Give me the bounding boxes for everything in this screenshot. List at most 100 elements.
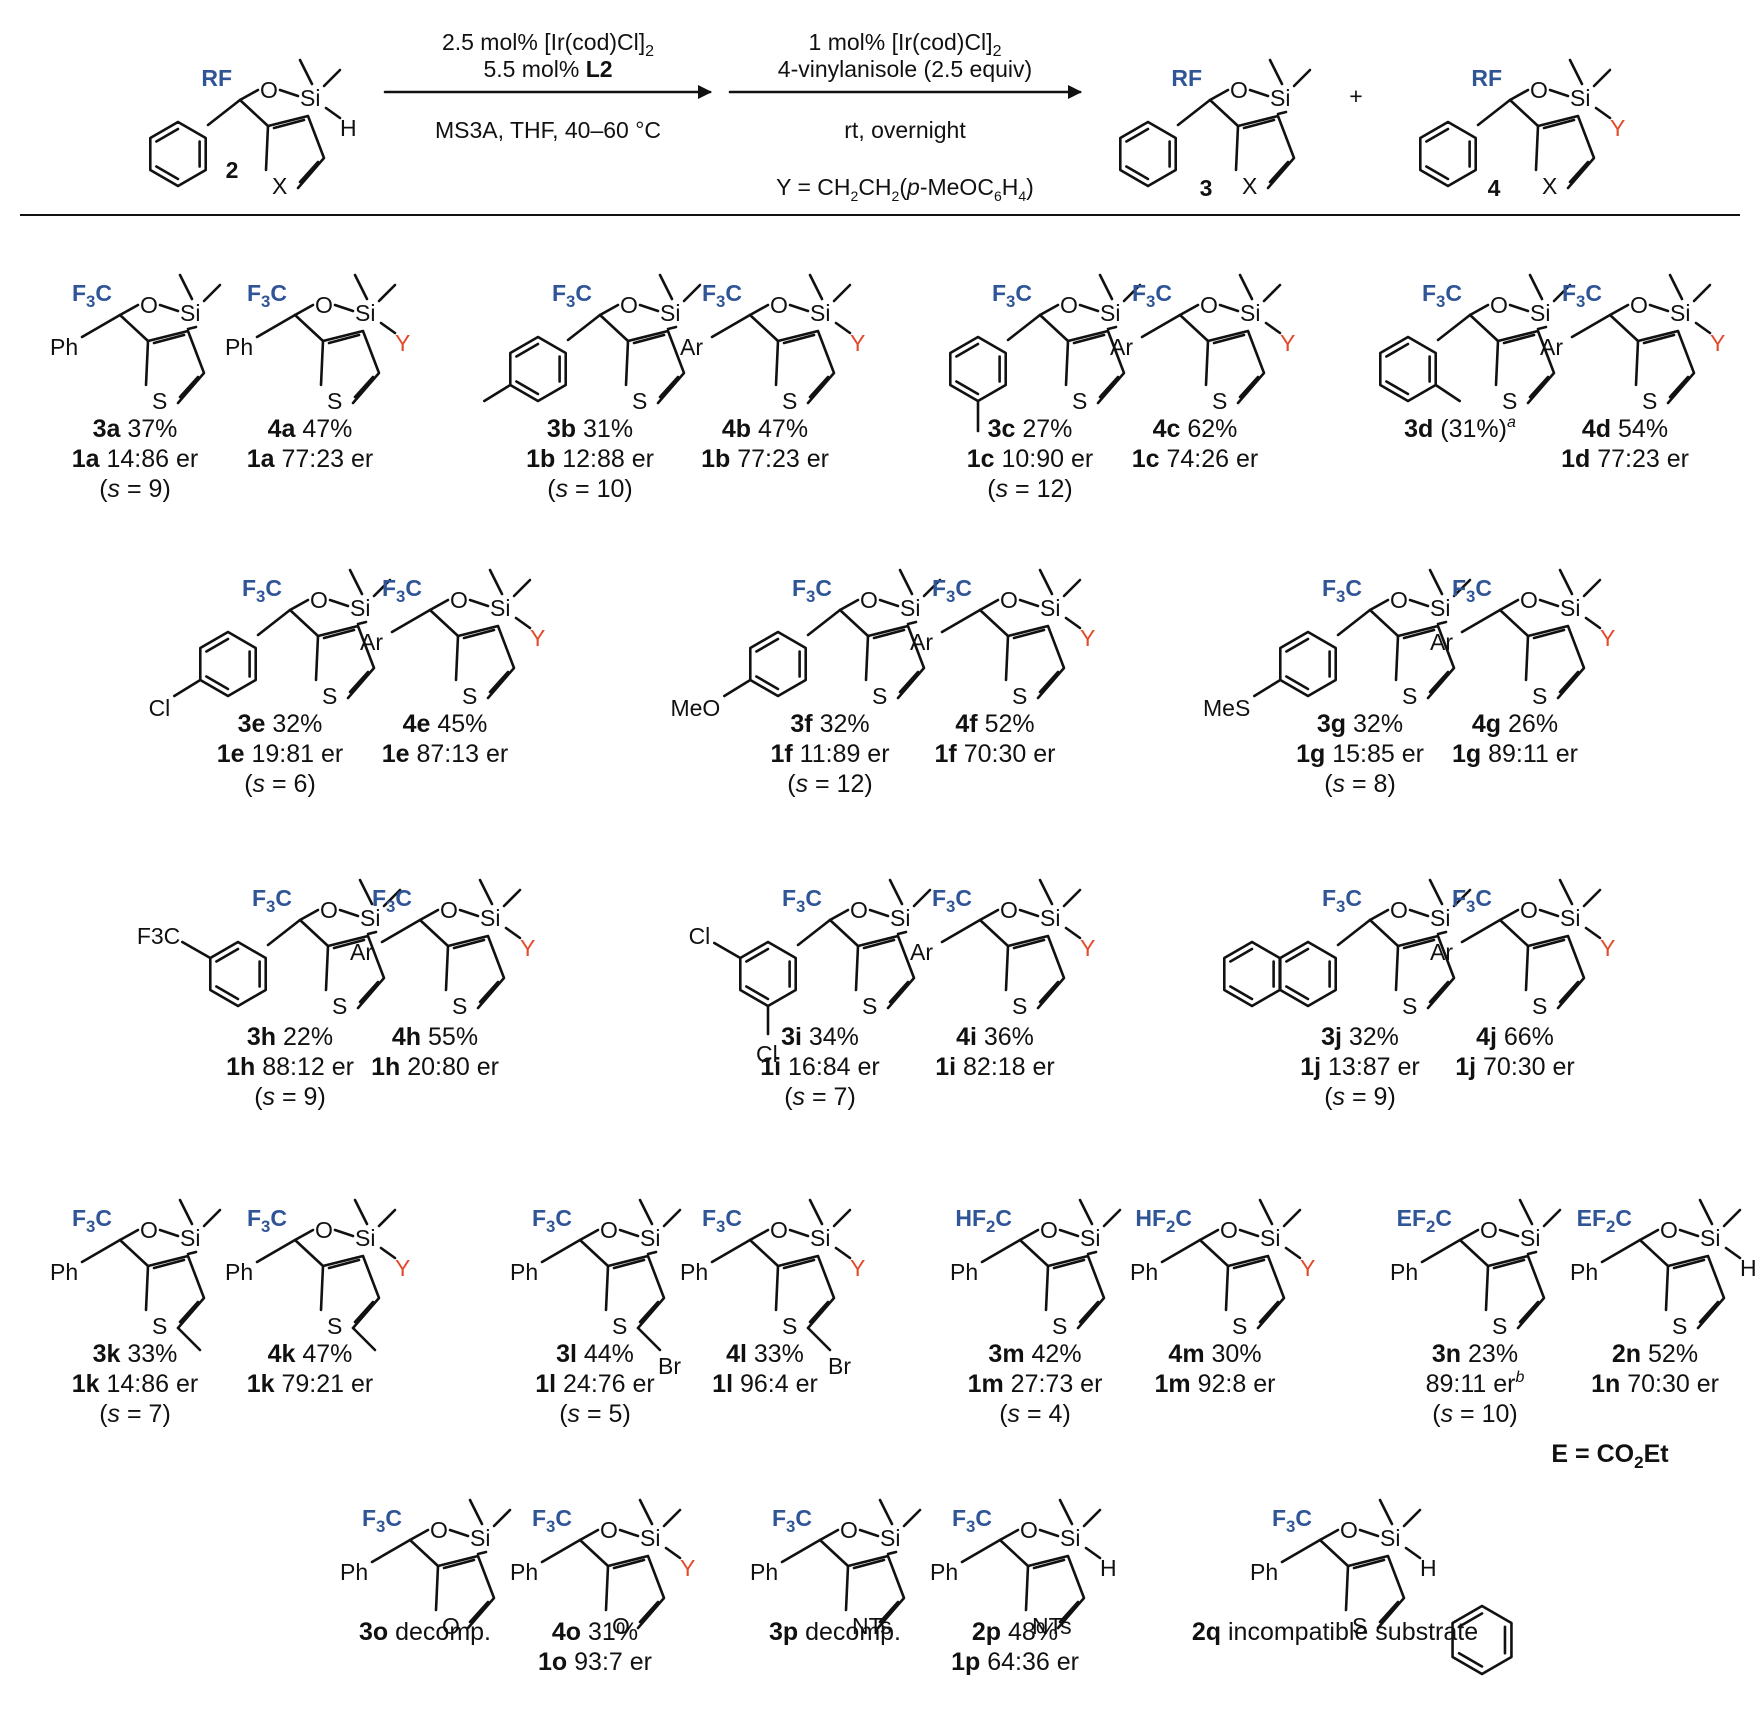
svg-text:1p 64:36 er: 1p 64:36 er bbox=[951, 1648, 1079, 1676]
svg-text:3m 42%: 3m 42% bbox=[988, 1340, 1081, 1368]
svg-text:1i 16:84 er: 1i 16:84 er bbox=[760, 1053, 880, 1081]
caption-2p: 2p 48%1p 64:36 er bbox=[951, 1618, 1079, 1676]
svg-text:4d 54%: 4d 54% bbox=[1582, 415, 1668, 443]
label-3: 3 bbox=[1200, 175, 1213, 201]
rf-group-label: F3C bbox=[242, 575, 282, 606]
rf-group-label: F3C bbox=[772, 1505, 812, 1536]
svg-text:4b 47%: 4b 47% bbox=[722, 415, 808, 443]
svg-text:S: S bbox=[1012, 993, 1027, 1019]
svg-text:Ph: Ph bbox=[225, 1259, 253, 1285]
rf-group-label: F3C bbox=[382, 575, 422, 606]
svg-text:Si: Si bbox=[1240, 300, 1260, 326]
svg-text:Y: Y bbox=[1710, 330, 1725, 356]
rf-group-label: F3C bbox=[1452, 575, 1492, 606]
svg-text:H: H bbox=[1100, 1555, 1117, 1581]
svg-text:S: S bbox=[327, 388, 342, 414]
svg-text:3c 27%: 3c 27% bbox=[988, 415, 1073, 443]
caption-3h: 3h 22%1h 88:12 er(s = 9) bbox=[226, 1023, 354, 1111]
rf-group-label: F3C bbox=[72, 1205, 112, 1236]
rf-group-label: F3C bbox=[552, 280, 592, 311]
svg-text:O: O bbox=[1000, 897, 1018, 923]
svg-text:O: O bbox=[1490, 292, 1508, 318]
svg-text:Si: Si bbox=[640, 1225, 660, 1251]
svg-text:Y: Y bbox=[680, 1555, 695, 1581]
svg-text:3o decomp.: 3o decomp. bbox=[359, 1618, 491, 1646]
svg-text:O: O bbox=[770, 292, 788, 318]
caption-4i: 4i 36%1i 82:18 er bbox=[935, 1023, 1055, 1081]
caption-3c: 3c 27%1c 10:90 er(s = 12) bbox=[967, 415, 1094, 503]
svg-text:O: O bbox=[260, 77, 278, 103]
svg-text:Ar: Ar bbox=[680, 334, 703, 360]
svg-text:O: O bbox=[770, 1217, 788, 1243]
svg-text:Ar: Ar bbox=[910, 629, 933, 655]
svg-text:Y: Y bbox=[520, 935, 535, 961]
svg-text:O: O bbox=[140, 1217, 158, 1243]
svg-text:H: H bbox=[1420, 1555, 1437, 1581]
svg-text:O: O bbox=[1200, 292, 1218, 318]
svg-text:1g 15:85 er: 1g 15:85 er bbox=[1296, 740, 1424, 768]
svg-text:Si: Si bbox=[1560, 905, 1580, 931]
svg-text:1k 14:86 er: 1k 14:86 er bbox=[72, 1370, 199, 1398]
y-definition: Y = CH2CH2(p-MeOC6H4) bbox=[776, 174, 1034, 204]
svg-text:O: O bbox=[440, 897, 458, 923]
caption-3g: 3g 32%1g 15:85 er(s = 8) bbox=[1296, 710, 1424, 798]
rf-group-label: HF2C bbox=[955, 1205, 1012, 1236]
svg-text:Si: Si bbox=[350, 595, 370, 621]
svg-text:Si: Si bbox=[180, 300, 200, 326]
rf-group-label: F3C bbox=[362, 1505, 402, 1536]
svg-text:4c 62%: 4c 62% bbox=[1153, 415, 1238, 443]
svg-text:F3C: F3C bbox=[137, 923, 180, 949]
svg-text:Si: Si bbox=[490, 595, 510, 621]
svg-text:Si: Si bbox=[1560, 595, 1580, 621]
svg-text:O: O bbox=[620, 292, 638, 318]
svg-text:S: S bbox=[782, 1313, 797, 1339]
svg-text:O: O bbox=[1520, 897, 1538, 923]
caption-4d: 4d 54%1d 77:23 er bbox=[1561, 415, 1689, 473]
arrow-2-head bbox=[1068, 85, 1082, 99]
svg-text:Y: Y bbox=[1600, 625, 1615, 651]
cond-1-line3: MS3A, THF, 40–60 °C bbox=[435, 117, 661, 143]
svg-text:Ar: Ar bbox=[1110, 334, 1133, 360]
svg-text:Cl: Cl bbox=[689, 923, 711, 949]
svg-text:Si: Si bbox=[360, 905, 380, 931]
svg-text:Ph: Ph bbox=[930, 1559, 958, 1585]
svg-text:1d 77:23 er: 1d 77:23 er bbox=[1561, 445, 1689, 473]
svg-text:Y: Y bbox=[1600, 935, 1615, 961]
caption-4b: 4b 47%1b 77:23 er bbox=[701, 415, 829, 473]
svg-text:3g 32%: 3g 32% bbox=[1317, 710, 1403, 738]
rf-group-label: RF bbox=[201, 65, 232, 91]
svg-text:1i 82:18 er: 1i 82:18 er bbox=[935, 1053, 1055, 1081]
svg-text:4o 31%: 4o 31% bbox=[552, 1618, 638, 1646]
svg-text:S: S bbox=[872, 683, 887, 709]
svg-text:O: O bbox=[840, 1517, 858, 1543]
svg-text:Si: Si bbox=[810, 300, 830, 326]
svg-text:Y: Y bbox=[530, 625, 545, 651]
caption-3n: 3n 23%89:11 erb(s = 10) bbox=[1426, 1340, 1525, 1428]
rf-group-label: F3C bbox=[1322, 575, 1362, 606]
svg-text:Ph: Ph bbox=[1570, 1259, 1598, 1285]
svg-text:Y: Y bbox=[1300, 1255, 1315, 1281]
svg-text:Ph: Ph bbox=[225, 334, 253, 360]
svg-text:4f 52%: 4f 52% bbox=[955, 710, 1034, 738]
svg-text:O: O bbox=[1480, 1217, 1498, 1243]
svg-text:1g 89:11 er: 1g 89:11 er bbox=[1452, 740, 1578, 768]
svg-text:89:11 erb: 89:11 erb bbox=[1426, 1369, 1525, 1398]
svg-text:3b 31%: 3b 31% bbox=[547, 415, 633, 443]
svg-text:2n 52%: 2n 52% bbox=[1612, 1340, 1698, 1368]
svg-text:Si: Si bbox=[1520, 1225, 1540, 1251]
caption-3p: 3p decomp. bbox=[769, 1618, 901, 1646]
rf-group-label: F3C bbox=[252, 885, 292, 916]
svg-text:(s = 8): (s = 8) bbox=[1324, 770, 1396, 798]
svg-text:O: O bbox=[600, 1517, 618, 1543]
